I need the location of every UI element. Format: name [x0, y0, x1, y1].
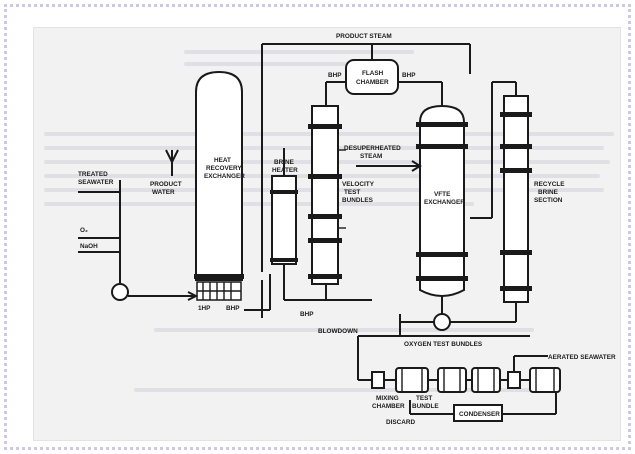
label-heat-recovery-2: RECOVERY: [206, 165, 242, 172]
label-discard: DISCARD: [386, 419, 415, 426]
label-bhp-right: BHP: [402, 72, 416, 79]
label-mixing-chamber-2: CHAMBER: [372, 403, 405, 410]
label-recycle-3: SECTION: [534, 197, 563, 204]
label-bhp-bottom: BHP: [226, 305, 240, 312]
label-treated-seawater-1: TREATED: [78, 171, 108, 178]
velocity-test-bundles-column: [308, 106, 346, 284]
label-desuperheated-1: DESUPERHEATED: [344, 145, 401, 152]
label-blowdown: BLOWDOWN: [318, 328, 358, 335]
label-heat-recovery-1: HEAT: [214, 157, 231, 164]
label-aerated-seawater: AERATED SEAWATER: [548, 354, 616, 361]
flash-chamber: [346, 60, 398, 94]
heat-recovery-exchanger: [194, 72, 244, 300]
label-bhp-lower: BHP: [300, 311, 314, 318]
label-mixing-chamber-1: MIXING: [376, 395, 399, 402]
feed-pump-icon: [112, 284, 128, 300]
label-vfte-2: EXCHANGER: [424, 199, 465, 206]
label-test-bundle-2: BUNDLE: [412, 403, 439, 410]
label-1hp: 1HP: [198, 305, 211, 312]
label-product-steam: PRODUCT STEAM: [336, 33, 392, 40]
label-product-water-1: PRODUCT: [150, 181, 182, 188]
label-oxygen-test-bundles: OXYGEN TEST BUNDLES: [404, 341, 483, 348]
label-flash-chamber-1: FLASH: [362, 70, 384, 77]
label-treated-seawater-2: SEAWATER: [78, 179, 114, 186]
label-flash-chamber-2: CHAMBER: [356, 79, 389, 86]
label-velocity-3: BUNDLES: [342, 197, 374, 204]
label-recycle-1: RECYCLE: [534, 181, 565, 188]
product-water-arrow: [166, 150, 178, 176]
recycle-brine-section: [500, 96, 532, 302]
label-condenser: CONDENSER: [459, 411, 500, 418]
label-test-bundle-1: TEST: [416, 395, 432, 402]
label-recycle-2: BRINE: [538, 189, 559, 196]
label-vfte-1: VFTE: [434, 191, 451, 198]
label-naoh: NaOH: [80, 243, 98, 250]
label-bhp-left: BHP: [328, 72, 342, 79]
label-heat-recovery-3: EXCHANGER: [204, 173, 245, 180]
seawater-inlet-lines: [78, 180, 196, 300]
label-brine-heater-2: HEATER: [272, 167, 298, 174]
label-velocity-2: TEST: [344, 189, 360, 196]
label-velocity-1: VELOCITY: [342, 181, 375, 188]
label-brine-heater-1: BRINE: [274, 159, 295, 166]
label-product-water-2: WATER: [152, 189, 175, 196]
oxygen-test-bundle-train: [372, 368, 560, 392]
recirculation-pump-icon: [434, 314, 450, 330]
label-o2: O₂: [80, 227, 88, 234]
label-desuperheated-2: STEAM: [360, 153, 382, 160]
